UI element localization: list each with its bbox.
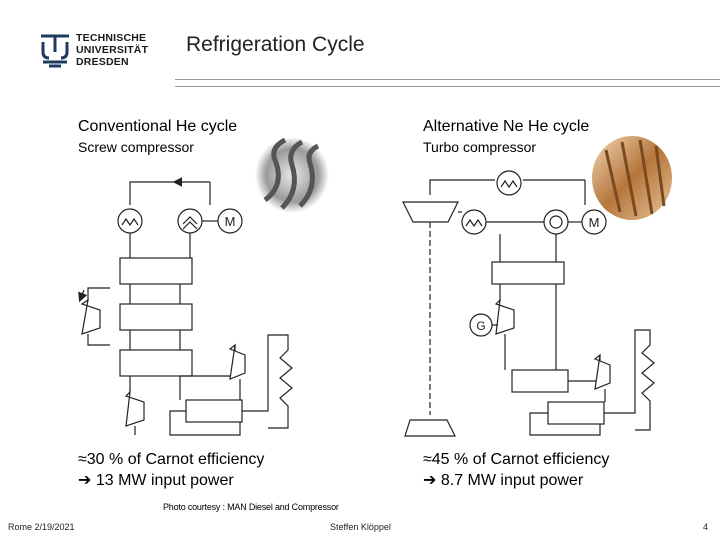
footer-date: Rome 2/19/2021 [8,522,75,532]
photo-credit: Photo courtesy : MAN Diesel and Compress… [163,502,339,512]
right-result: ≈45 % of Carnot efficiency ➔ 8.7 MW inpu… [423,449,609,491]
right-cycle-diagram: M G [402,136,672,437]
right-column-title: Alternative Ne He cycle [423,118,590,135]
right-power-line: ➔ 8.7 MW input power [423,470,609,491]
logo-line-1: TECHNISCHE [76,32,147,44]
header-divider-top [175,79,720,80]
left-power-line: ➔ 13 MW input power [78,470,264,491]
left-efficiency: ≈30 % of Carnot efficiency [78,451,265,468]
left-column-title: Conventional He cycle [78,118,238,135]
left-motor-label: M [225,214,236,229]
right-efficiency: ≈45 % of Carnot efficiency [423,451,610,468]
left-column-subtitle: Screw compressor [78,139,194,155]
left-cycle-diagram: M [78,137,329,436]
turbo-compressor-photo [592,136,672,220]
header-divider-bottom [175,86,720,87]
left-result: ≈30 % of Carnot efficiency ➔ 13 MW input… [78,449,264,491]
right-power: 8.7 MW input power [440,472,584,489]
slide-title: Refrigeration Cycle [186,33,365,56]
logo-line-2: UNIVERSITÄT [76,44,149,56]
generator-label: G [476,319,485,333]
logo-line-3: DRESDEN [76,56,129,68]
screw-compressor-photo [255,137,329,213]
tu-dresden-logo: TECHNISCHE UNIVERSITÄT DRESDEN [38,30,162,72]
arrow-right-icon: ➔ [78,472,92,489]
right-motor-label: M [589,215,600,230]
tu-dresden-logo-mark [41,34,69,68]
arrow-right-icon: ➔ [423,472,437,489]
right-column-subtitle: Turbo compressor [423,139,537,155]
footer-author: Steffen Klöppel [330,522,391,532]
left-power: 13 MW input power [95,472,234,489]
footer-page-number: 4 [703,522,709,532]
logo-wordmark: TECHNISCHE UNIVERSITÄT DRESDEN [76,32,148,68]
